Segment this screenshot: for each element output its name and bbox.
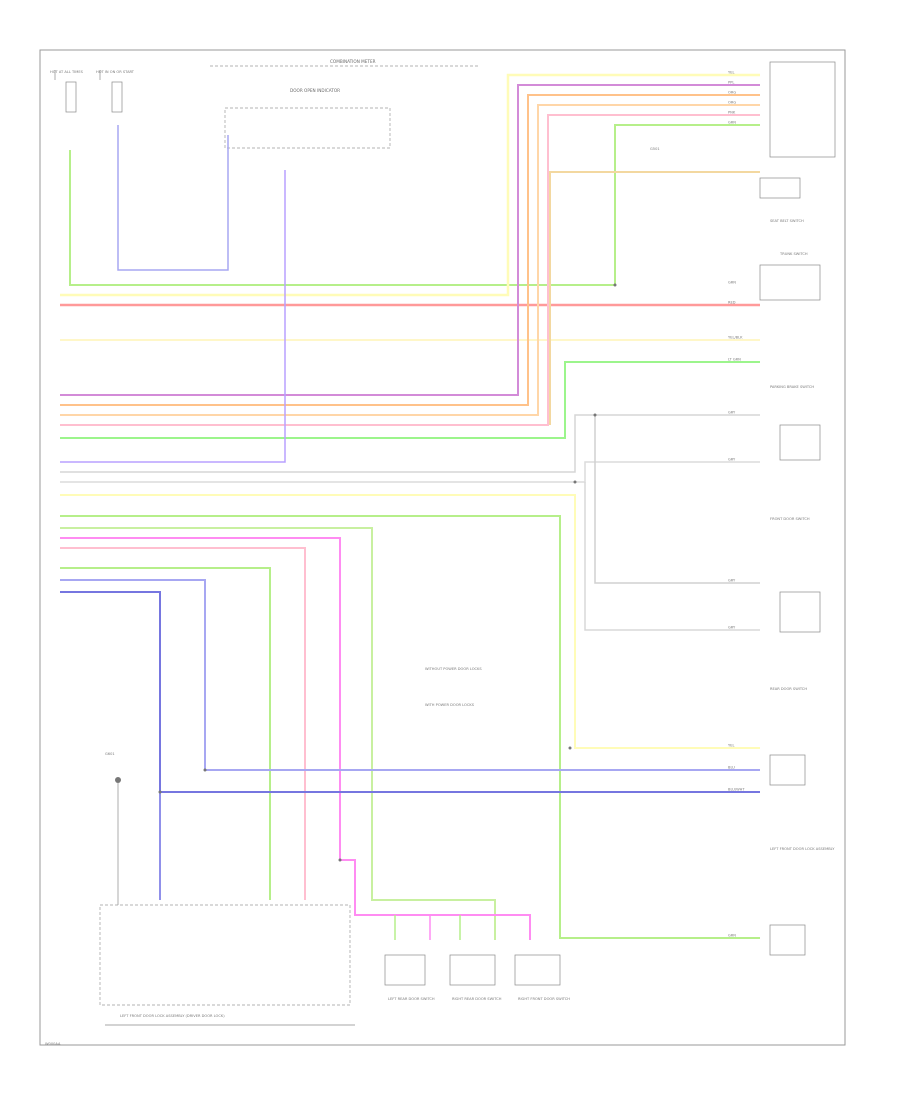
- wire-label: GRY: [728, 411, 736, 415]
- svg-text:RIGHT REAR DOOR SWITCH: RIGHT REAR DOOR SWITCH: [452, 997, 502, 1001]
- wire-label: GRY: [728, 579, 736, 583]
- svg-text:RIGHT FRONT DOOR SWITCH: RIGHT FRONT DOOR SWITCH: [518, 997, 570, 1001]
- wire-grey-2: [60, 461, 760, 483]
- wire-yellow: [60, 73, 760, 297]
- legend: WITHOUT POWER DOOR LOCKS WITH POWER DOOR…: [425, 667, 482, 707]
- diagram-frame: [39, 49, 846, 1046]
- wire-labels: YEL PPL ORG ORG PNK GRN GRN RED YEL/BLK LT GRN GRY…: [728, 71, 745, 938]
- svg-text:FRONT DOOR SWITCH: FRONT DOOR SWITCH: [770, 517, 810, 521]
- wire-label: YEL: [728, 71, 734, 75]
- right-connector: [769, 61, 836, 158]
- wire-label: GRN: [728, 934, 736, 938]
- wire-label: GRY: [728, 626, 736, 630]
- junction-dots: [158, 283, 617, 862]
- wire-label: GRY: [728, 458, 736, 462]
- wire-violet: [60, 170, 286, 463]
- wire-pink-lower: [60, 547, 306, 900]
- svg-text:LEFT FRONT DOOR LOCK ASSEMBLY: LEFT FRONT DOOR LOCK ASSEMBLY: [770, 847, 835, 851]
- svg-text:LEFT FRONT DOOR LOCK ASSEMBLY: LEFT FRONT DOOR LOCK ASSEMBLY (DRIVER DO…: [120, 1014, 225, 1018]
- svg-text:SEAT BELT SWITCH: SEAT BELT SWITCH: [770, 219, 804, 223]
- wire-grey-1: [60, 414, 760, 473]
- svg-text:HOT AT ALL TIMES: HOT AT ALL TIMES: [50, 70, 84, 74]
- meter-unit-box: DOOR OPEN INDICATOR: [224, 88, 391, 149]
- svg-text:TRUNK SWITCH: TRUNK SWITCH: [779, 252, 808, 256]
- wire-label: ORG: [728, 91, 736, 95]
- wire-label: LT GRN: [728, 358, 741, 362]
- wire-pink: [60, 114, 760, 426]
- right-components: SEAT BELT SWITCH TRUNK SWITCH PARKING BR…: [650, 147, 835, 956]
- wire-magenta: [60, 537, 531, 940]
- svg-text:LEFT REAR DOOR SWITCH: LEFT REAR DOOR SWITCH: [388, 997, 435, 1001]
- wire-grey-3: [594, 415, 760, 584]
- wire-label: BLU: [728, 766, 735, 770]
- wire-label: GRN: [728, 281, 736, 285]
- wire-yellow-lower: [60, 494, 760, 749]
- wire-blue-1: [60, 579, 760, 771]
- wire-label: ORG: [728, 101, 736, 105]
- wire-orange: [60, 94, 760, 406]
- bottom-door-switches: LEFT REAR DOOR SWITCH RIGHT REAR DOOR SW…: [384, 954, 570, 1001]
- footer-code: W000AA: [45, 1042, 61, 1046]
- wire-green-3: [60, 567, 271, 900]
- wire-layer: [60, 73, 760, 940]
- svg-text:HOT IN ON OR START: HOT IN ON OR START: [96, 70, 135, 74]
- svg-text:G601: G601: [105, 752, 115, 756]
- wire-blue-2: [60, 591, 760, 793]
- diagram-title: COMBINATION METER: [330, 59, 376, 64]
- wire-label: BLU/WHT: [728, 788, 745, 792]
- wire-lt-green: [60, 361, 760, 439]
- wire-label: PPL: [728, 81, 734, 85]
- wire-label: GRN: [728, 121, 736, 125]
- wire-label: PNK: [728, 111, 736, 115]
- wire-brown: [549, 171, 760, 425]
- svg-text:REAR DOOR SWITCH: REAR DOOR SWITCH: [770, 687, 807, 691]
- wire-label: YEL/BLK: [728, 336, 743, 340]
- wire-green-lower: [60, 515, 760, 939]
- svg-text:PARKING BRAKE SWITCH: PARKING BRAKE SWITCH: [770, 385, 814, 389]
- svg-text:DOOR OPEN INDICATOR: DOOR OPEN INDICATOR: [290, 88, 340, 93]
- left-switch-assembly: G601 LEFT FRONT DOOR LOCK ASSEMBLY (DRIV…: [99, 752, 355, 1026]
- svg-text:G501: G501: [650, 147, 660, 151]
- wire-orange-2: [60, 104, 760, 416]
- wire-label: RED: [728, 301, 736, 305]
- wire-green-2: [60, 527, 496, 940]
- fuse-block: HOT AT ALL TIMES HOT IN ON OR START: [50, 70, 135, 113]
- wire-label: YEL: [728, 744, 734, 748]
- svg-text:WITHOUT POWER DOOR LOCKS: WITHOUT POWER DOOR LOCKS: [425, 667, 482, 671]
- wire-purple: [60, 84, 760, 396]
- svg-text:WITH POWER DOOR LOCKS: WITH POWER DOOR LOCKS: [425, 703, 475, 707]
- wire-blue-top: [117, 125, 229, 271]
- wire-grey-4: [584, 482, 760, 631]
